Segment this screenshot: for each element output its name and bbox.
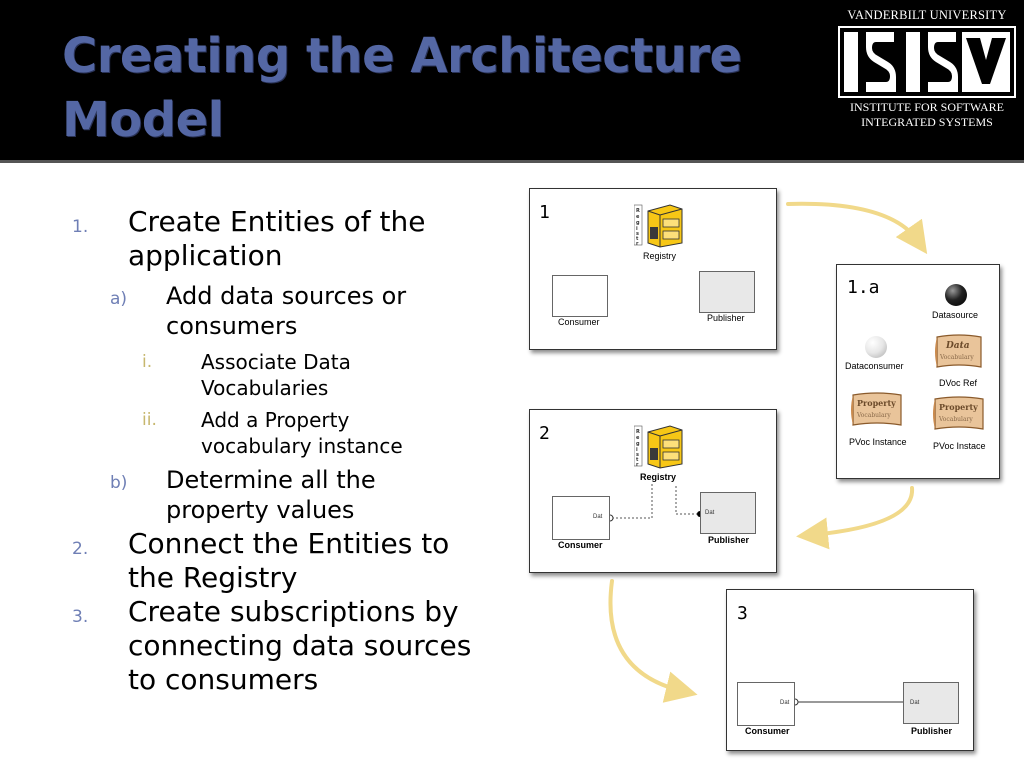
consumer-label: Consumer bbox=[745, 726, 790, 736]
step-number: 3. bbox=[72, 607, 89, 627]
publisher-box: Dat bbox=[700, 492, 756, 534]
registry-label: Registry bbox=[640, 472, 677, 482]
logo-university-text: VANDERBILT UNIVERSITY bbox=[847, 8, 1007, 22]
slide-title: Creating the Architecture Model bbox=[62, 24, 762, 152]
title-line-2: Model bbox=[62, 92, 224, 148]
publisher-port-label: Dat bbox=[910, 700, 920, 706]
datasource-sphere-icon bbox=[945, 284, 967, 306]
panel-label: 1 bbox=[539, 202, 550, 223]
dvoc-ref-label: DVoc Ref bbox=[939, 378, 978, 388]
svg-text:t: t bbox=[636, 236, 639, 242]
svg-text:e: e bbox=[636, 214, 640, 220]
svg-text:r: r bbox=[636, 462, 639, 468]
step-text-line: property values bbox=[166, 496, 355, 524]
step-number: i. bbox=[142, 352, 153, 372]
vanderbilt-isis-logo: VANDERBILT UNIVERSITY INSTITUTE FOR SOFT… bbox=[834, 6, 1020, 132]
consumer-label: Consumer bbox=[558, 317, 600, 327]
step-text-line: application bbox=[128, 239, 283, 272]
step-text-line: the Registry bbox=[128, 561, 298, 594]
scroll-data-text: Data bbox=[945, 341, 970, 351]
step-text-line: Determine all the bbox=[166, 466, 376, 494]
step-number: 1. bbox=[72, 217, 89, 237]
svg-text:i: i bbox=[636, 226, 638, 232]
panel-label: 3 bbox=[737, 603, 748, 624]
pvoc-instace-scroll-icon: Property Vocabulary bbox=[933, 396, 984, 430]
pvoc-instance-scroll-icon: Property Vocabulary bbox=[851, 392, 902, 426]
publisher-label: Publisher bbox=[707, 313, 745, 323]
pvoc-instance-label: PVoc Instance bbox=[849, 437, 907, 447]
svg-text:s: s bbox=[636, 452, 639, 458]
flow-arrows bbox=[608, 201, 928, 703]
registry-label: Registry bbox=[643, 251, 677, 261]
dataconsumer-sphere-icon bbox=[865, 336, 887, 358]
step-text-line: Connect the Entities to bbox=[128, 527, 450, 560]
svg-text:e: e bbox=[636, 435, 640, 441]
title-line-1: Creating the Architecture bbox=[62, 28, 742, 84]
svg-text:g: g bbox=[636, 220, 640, 226]
scroll-property-text: Property bbox=[939, 402, 978, 412]
dvoc-scroll-icon: Data Vocabulary bbox=[935, 334, 982, 368]
consumer-box: Dat bbox=[737, 682, 795, 726]
panel-label: 2 bbox=[539, 423, 550, 444]
step-text-line: Add a Property bbox=[201, 408, 350, 432]
scroll-vocabulary-text: Vocabulary bbox=[939, 354, 974, 361]
consumer-port-label: Dat bbox=[593, 514, 603, 520]
slide-content: 1. Create Entities of the application a)… bbox=[0, 163, 1024, 768]
dataconsumer-label: Dataconsumer bbox=[845, 361, 904, 371]
svg-text:R: R bbox=[636, 208, 640, 214]
scroll-vocabulary-text: Vocabulary bbox=[856, 412, 891, 419]
scroll-property-text: Property bbox=[857, 398, 896, 408]
pvoc-instace-label: PVoc Instace bbox=[933, 441, 986, 451]
step-number: 2. bbox=[72, 539, 89, 559]
arrow-1a-to-2 bbox=[796, 486, 915, 550]
step-number: ii. bbox=[142, 410, 157, 430]
panel-label: 1.a bbox=[847, 277, 880, 298]
arrow-2-to-3 bbox=[608, 579, 698, 703]
header-divider bbox=[0, 160, 1024, 163]
step-text-line: Vocabularies bbox=[201, 376, 329, 400]
isis-logo-icon bbox=[838, 26, 1016, 98]
step-number: b) bbox=[110, 473, 128, 493]
step-text-line: vocabulary instance bbox=[201, 434, 403, 458]
publisher-box bbox=[699, 271, 755, 313]
diagram-panel-3: 3 Dat Consumer Dat Publisher bbox=[726, 589, 974, 751]
registry-cabinet-icon: Registr bbox=[634, 425, 683, 469]
svg-text:s: s bbox=[636, 231, 639, 237]
registry-cabinet-icon: Registr bbox=[634, 204, 683, 248]
svg-text:r: r bbox=[636, 241, 639, 247]
slide-header: Creating the Architecture Model VANDERBI… bbox=[0, 0, 1024, 160]
logo-institute-text: INSTITUTE FOR SOFTWARE INTEGRATED SYSTEM… bbox=[849, 100, 1004, 129]
svg-text:g: g bbox=[636, 441, 640, 447]
consumer-box bbox=[552, 275, 608, 317]
svg-text:i: i bbox=[636, 447, 638, 453]
step-text-line: Add data sources or bbox=[166, 282, 407, 310]
svg-text:R: R bbox=[636, 429, 640, 435]
datasource-label: Datasource bbox=[932, 310, 979, 320]
diagram-panel-1a: 1.a Datasource Dataconsumer Data Vocabul… bbox=[836, 264, 1000, 479]
publisher-label: Publisher bbox=[911, 726, 953, 736]
scroll-vocabulary-text: Vocabulary bbox=[938, 416, 973, 423]
step-text-line: Associate Data bbox=[201, 350, 351, 374]
publisher-box: Dat bbox=[903, 682, 959, 724]
publisher-port-label: Dat bbox=[705, 510, 715, 516]
step-text-line: Create Entities of the bbox=[128, 205, 426, 238]
consumer-label: Consumer bbox=[558, 540, 603, 550]
publisher-label: Publisher bbox=[708, 535, 750, 545]
consumer-box: Dat bbox=[552, 496, 610, 540]
step-text-line: consumers bbox=[166, 312, 298, 340]
consumer-port-label: Dat bbox=[780, 700, 790, 706]
svg-text:t: t bbox=[636, 457, 639, 463]
step-text-line: to consumers bbox=[128, 663, 319, 696]
step-text-line: connecting data sources bbox=[128, 629, 472, 662]
step-text-line: Create subscriptions by bbox=[128, 595, 459, 628]
step-number: a) bbox=[110, 289, 128, 309]
arrow-1-to-1a bbox=[786, 201, 928, 255]
